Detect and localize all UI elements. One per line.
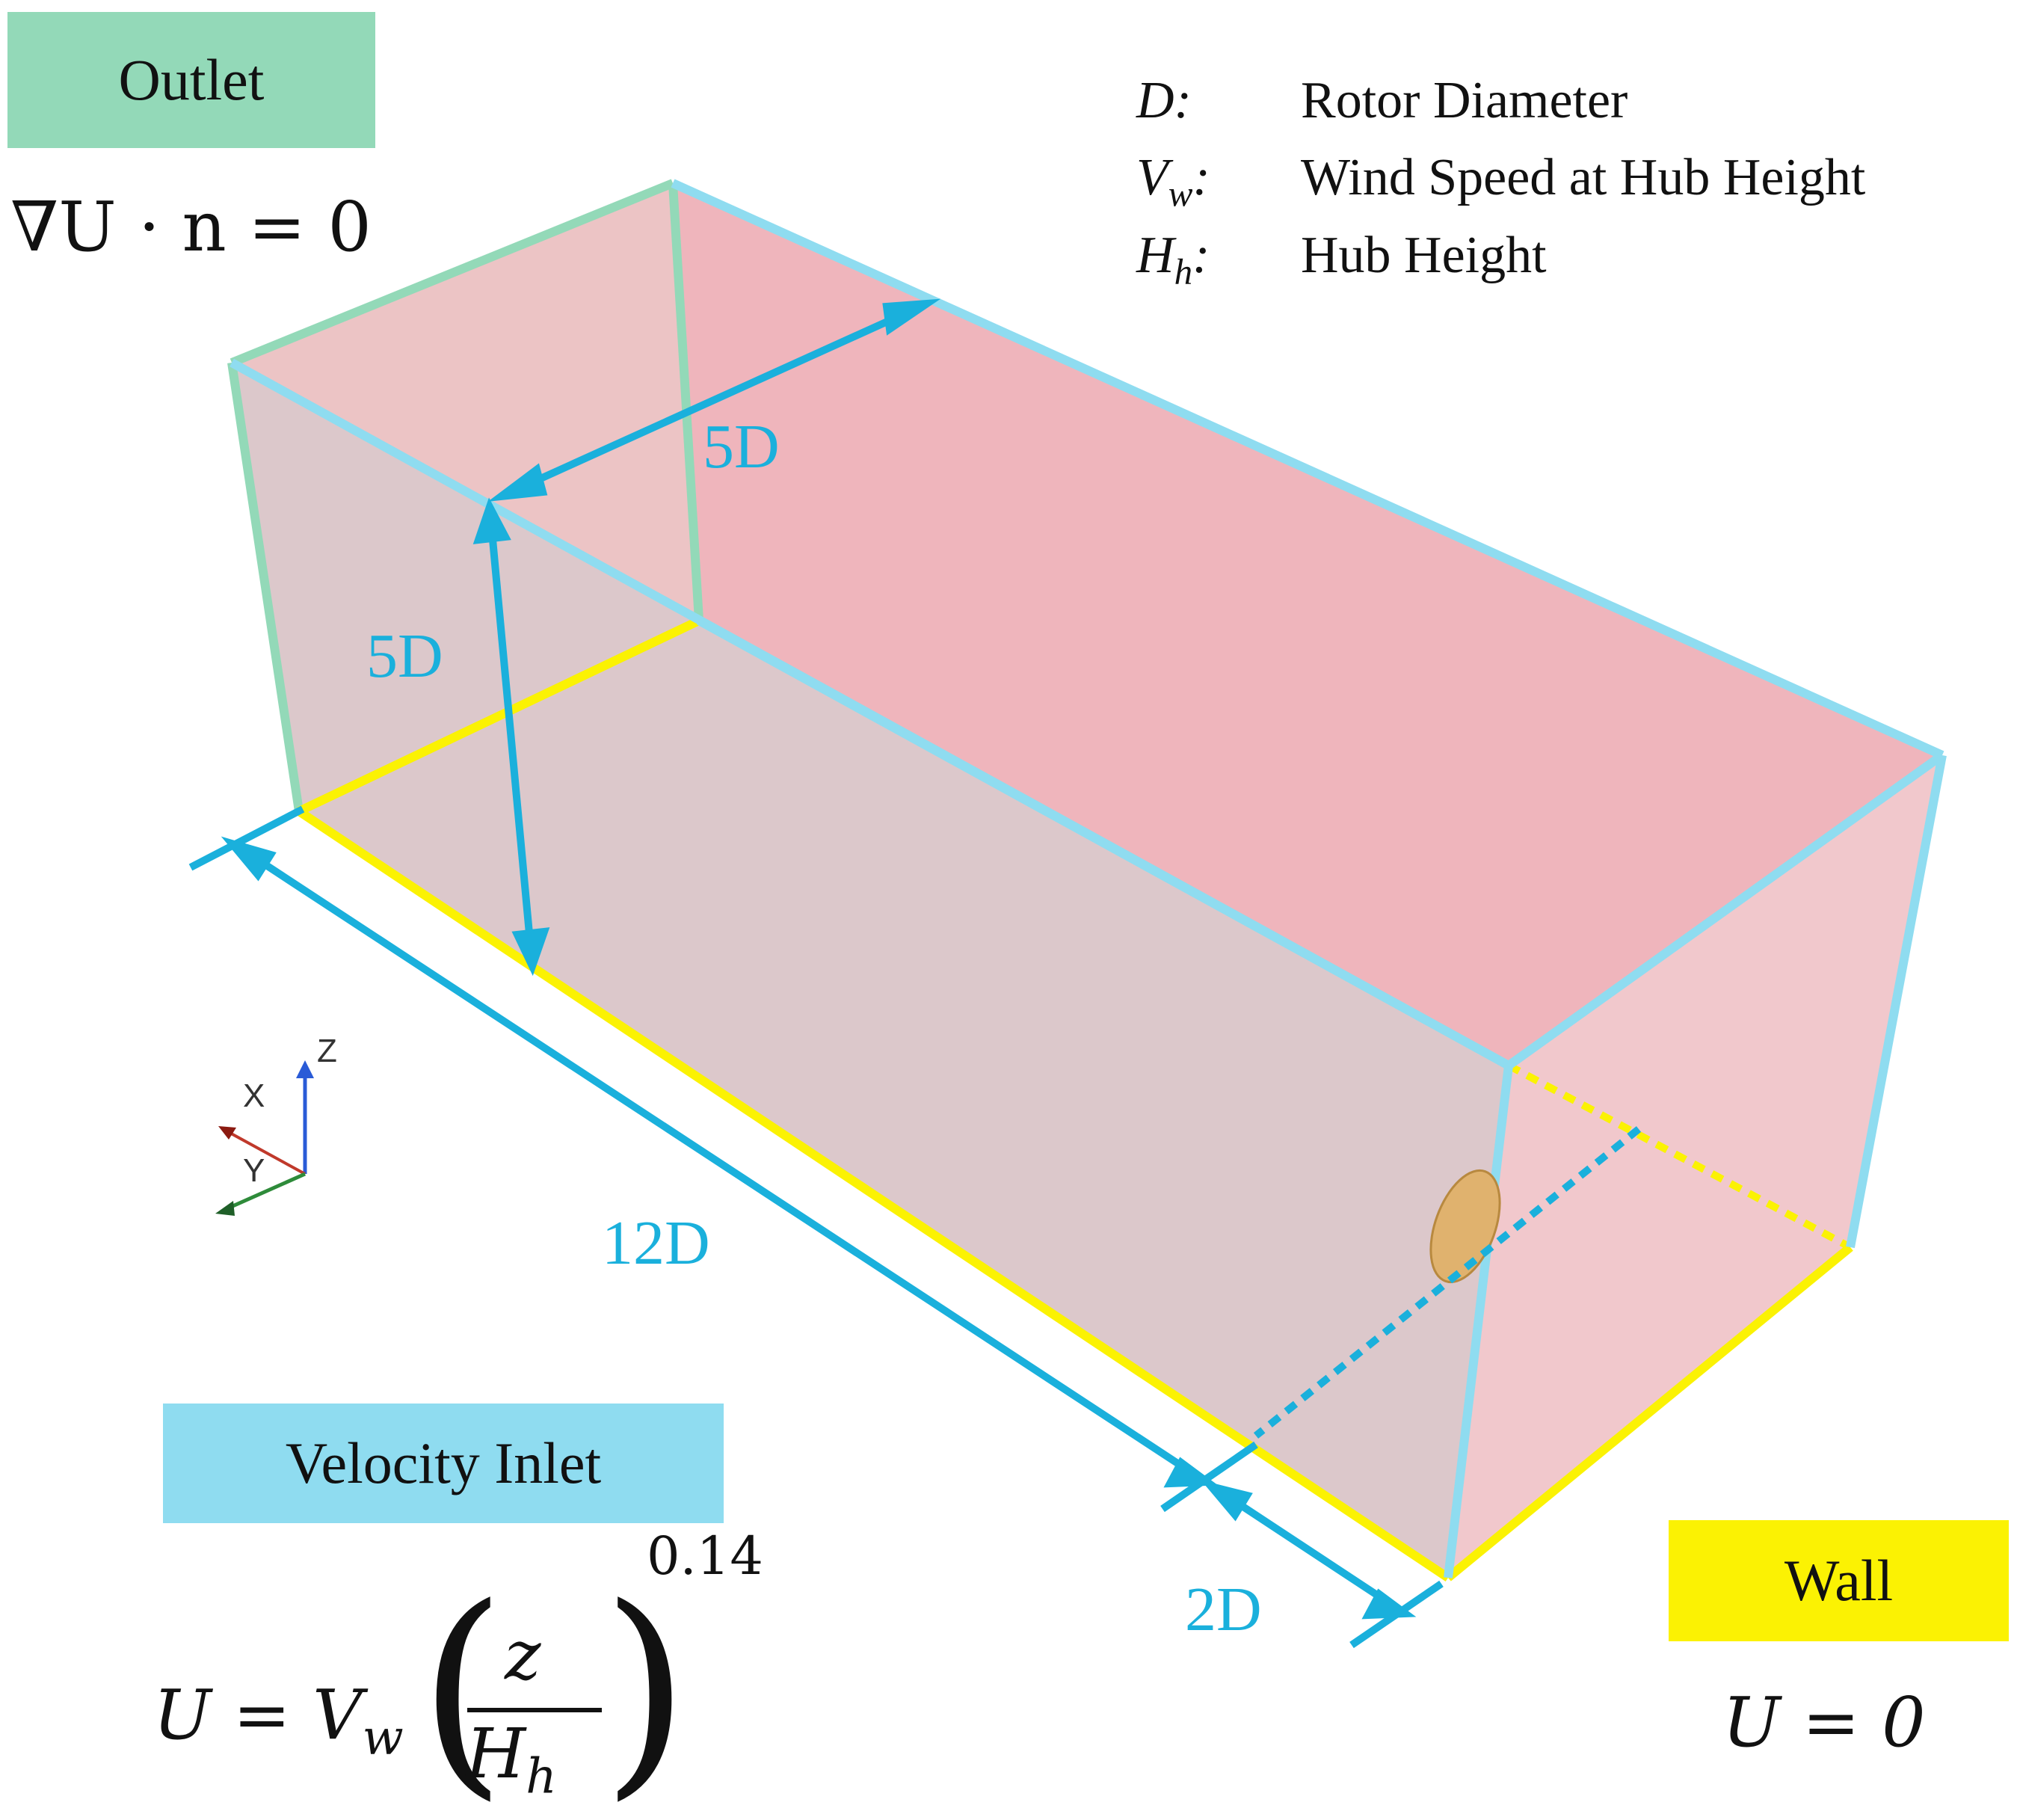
dimension-arrows bbox=[188, 298, 1444, 1649]
legend-symbol-sub: w bbox=[1168, 173, 1193, 215]
legend-symbol-sub: h bbox=[1174, 250, 1193, 292]
legend-row-hub-height: Hh:Hub Height bbox=[1136, 227, 1547, 292]
inlet-eq-numerator: z bbox=[505, 1615, 541, 1695]
wall-edges bbox=[296, 616, 1853, 1581]
legend-row-wind-speed: Vw:Wind Speed at Hub Height bbox=[1136, 149, 1866, 215]
outlet-equation: ∇U · n = 0 bbox=[10, 187, 372, 267]
dim-length-label: 12D bbox=[602, 1208, 710, 1278]
axis-z-label: Z bbox=[317, 1033, 337, 1069]
side-face bbox=[232, 363, 1509, 1578]
legend-row-diameter: D:Rotor Diameter bbox=[1136, 72, 1628, 129]
rotor-centerline bbox=[1253, 1126, 1642, 1439]
left-paren: ( bbox=[419, 1559, 507, 1820]
axis-y-label: Y bbox=[243, 1152, 265, 1189]
inlet-eq-lhs-sub: w bbox=[362, 1709, 404, 1766]
wall-equation: U = 0 bbox=[1722, 1682, 1926, 1762]
outlet-edges bbox=[227, 179, 703, 812]
wall-hidden-edge bbox=[1506, 1062, 1853, 1251]
legend-symbol: H bbox=[1136, 227, 1174, 284]
inlet-eq-denominator: H bbox=[466, 1714, 526, 1794]
inlet-eq-exponent: 0.14 bbox=[647, 1525, 763, 1587]
right-paren: ) bbox=[602, 1559, 690, 1820]
inlet-eq-lhs: U = V bbox=[153, 1675, 363, 1755]
legend-text: Rotor Diameter bbox=[1301, 72, 1628, 129]
legend-symbol: V bbox=[1136, 149, 1168, 206]
wall-label: Wall bbox=[1669, 1520, 2009, 1641]
axis-x-label: X bbox=[243, 1077, 265, 1114]
dim-height-label: 5D bbox=[366, 621, 443, 691]
inlet-eq-denominator-sub: h bbox=[526, 1748, 557, 1805]
fraction-bar bbox=[467, 1708, 602, 1712]
axis-triad: Z X Y bbox=[215, 1033, 337, 1216]
legend-text: Hub Height bbox=[1301, 227, 1547, 284]
outlet-label: Outlet bbox=[7, 12, 375, 148]
velocity-inlet-label: Velocity Inlet bbox=[163, 1404, 724, 1523]
dim-width-label: 5D bbox=[703, 412, 780, 482]
inlet-edges bbox=[230, 179, 1947, 1578]
legend-symbol: D bbox=[1136, 72, 1174, 129]
dim-upstream-label: 2D bbox=[1185, 1575, 1262, 1644]
legend-text: Wind Speed at Hub Height bbox=[1301, 149, 1866, 206]
